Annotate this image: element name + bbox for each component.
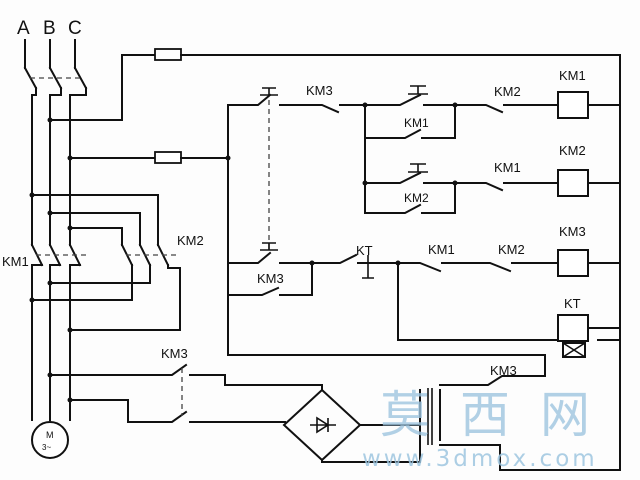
- km3-interlock-label-1: KM3: [306, 83, 333, 98]
- km2-crossover-wires: [29, 192, 159, 246]
- km3-coil: [557, 249, 589, 277]
- km1-interlock-label-2: KM1: [494, 160, 521, 175]
- km2-interlock-label-3: KM2: [498, 242, 525, 257]
- row-km2: KM1 KM2 KM2: [362, 137, 621, 214]
- watermark-text: 莫西网: [380, 386, 620, 444]
- motor-symbol: M: [46, 430, 54, 440]
- phase-a-label: A: [17, 18, 30, 39]
- km2-coil-label: KM2: [559, 143, 586, 158]
- motor-feed-wires: [31, 274, 71, 421]
- km3-hold-label: KM3: [257, 271, 284, 286]
- km1-hold-label: KM1: [404, 116, 429, 130]
- fuse-1: [154, 48, 182, 61]
- km2-main-contacts: [31, 243, 181, 331]
- km1-coil: [557, 91, 589, 119]
- km2-hold-label: KM2: [404, 191, 429, 205]
- control-right-bus: [597, 104, 621, 341]
- main-switch: [23, 39, 88, 246]
- row-km1: KM3 KM2 KM1 KM1: [227, 68, 621, 250]
- watermark-url: www.3dmox.com: [362, 446, 598, 472]
- km1-coil-label: KM1: [559, 68, 586, 83]
- control-left-bus: [227, 104, 546, 356]
- km3-brake-label: KM3: [161, 346, 188, 361]
- kt-coil: [557, 314, 589, 342]
- motor: M 3~: [31, 421, 69, 459]
- km1-main-contacts: [30, 243, 86, 276]
- row-kt: KT: [395, 260, 621, 358]
- km3-coil-label: KM3: [559, 224, 586, 239]
- fuse-2: [154, 151, 182, 164]
- km3-transformer-label: KM3: [490, 363, 517, 378]
- braking-circuit: [47, 339, 621, 471]
- km2-interlock-label-1: KM2: [494, 84, 521, 99]
- km1-interlock-label-3: KM1: [428, 242, 455, 257]
- km2-main-label: KM2: [177, 233, 204, 248]
- control-supply-wires: [47, 48, 621, 164]
- km1-main-label: KM1: [2, 254, 29, 269]
- kt-coil-label: KT: [564, 296, 581, 311]
- motor-sub: 3~: [42, 443, 51, 452]
- phase-c-label: C: [68, 18, 82, 39]
- phase-b-label: B: [43, 18, 56, 39]
- km2-coil: [557, 169, 589, 197]
- row-km3: KT KM1 KM2 KM3 KM3: [227, 224, 621, 296]
- kt-contact-label: KT: [356, 243, 373, 258]
